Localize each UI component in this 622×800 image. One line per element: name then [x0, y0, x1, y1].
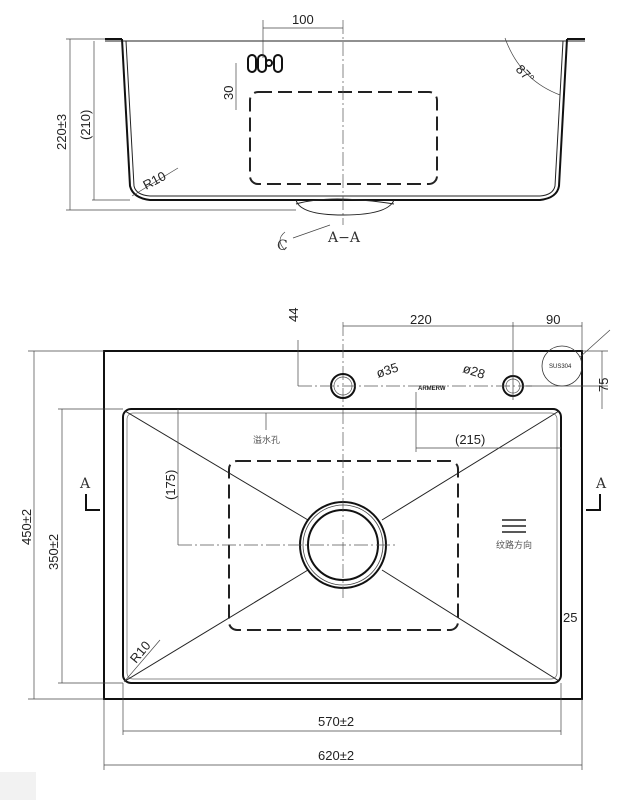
label-angle: 87°: [513, 62, 538, 87]
label-brushed-direction: 纹路方向: [496, 539, 532, 551]
label-section-aa: A−A: [327, 230, 361, 246]
sink-bowl-outline: [122, 408, 562, 684]
sink-body-outline: [121, 38, 568, 201]
overflow-slot-icon: [247, 54, 283, 73]
dim-drain-offset-x: (215): [455, 432, 485, 447]
drain-slope-lines: [124, 410, 560, 682]
dim-hole-spacing: 220: [410, 312, 432, 327]
dim-rim-width: 25: [563, 610, 577, 625]
overflow-window-hidden: [249, 91, 438, 185]
brushed-direction-icon: [502, 519, 526, 533]
bottom-plate-hidden: [228, 460, 459, 631]
dim-total-depth: 450±2: [19, 509, 34, 545]
dim-edge-right: 90: [546, 312, 560, 327]
dim-overflow-width: 100: [292, 12, 314, 27]
svg-text:A: A: [595, 476, 607, 492]
dim-tap-offset: 44: [286, 308, 301, 322]
dim-overflow-height: 30: [221, 86, 236, 100]
brand-stamp: ARMERW: [418, 386, 446, 392]
label-radius-plan: R10: [127, 638, 154, 666]
dim-bowl-width: 570±2: [318, 714, 354, 729]
dim-bowl-depth: 350±2: [46, 534, 61, 570]
svg-text:SUS304: SUS304: [549, 364, 572, 370]
drain-section: [295, 199, 395, 216]
plan-view: ø35 ø28 ARMERW SUS304 44 220 90 75 (215)…: [19, 308, 611, 770]
section-marker-right: [586, 494, 601, 511]
dim-edge-vertical: 75: [596, 378, 611, 392]
dim-depth-inner: (210): [78, 110, 93, 140]
label-overflow-hole: 溢水孔: [253, 434, 280, 446]
dim-depth-total: 220±3: [54, 114, 69, 150]
dim-drain-offset-y: (175): [163, 470, 178, 500]
svg-text:A: A: [79, 476, 91, 492]
section-view: 100 30 220±3 (210) R10 87° A−A C: [54, 12, 585, 254]
label-detail-c: C: [277, 238, 288, 254]
label-hole-small: ø28: [461, 361, 487, 382]
label-radius-top: R10: [140, 168, 168, 192]
dim-total-width: 620±2: [318, 748, 354, 763]
label-hole-large: ø35: [374, 360, 400, 381]
section-marker-left: [85, 494, 100, 511]
